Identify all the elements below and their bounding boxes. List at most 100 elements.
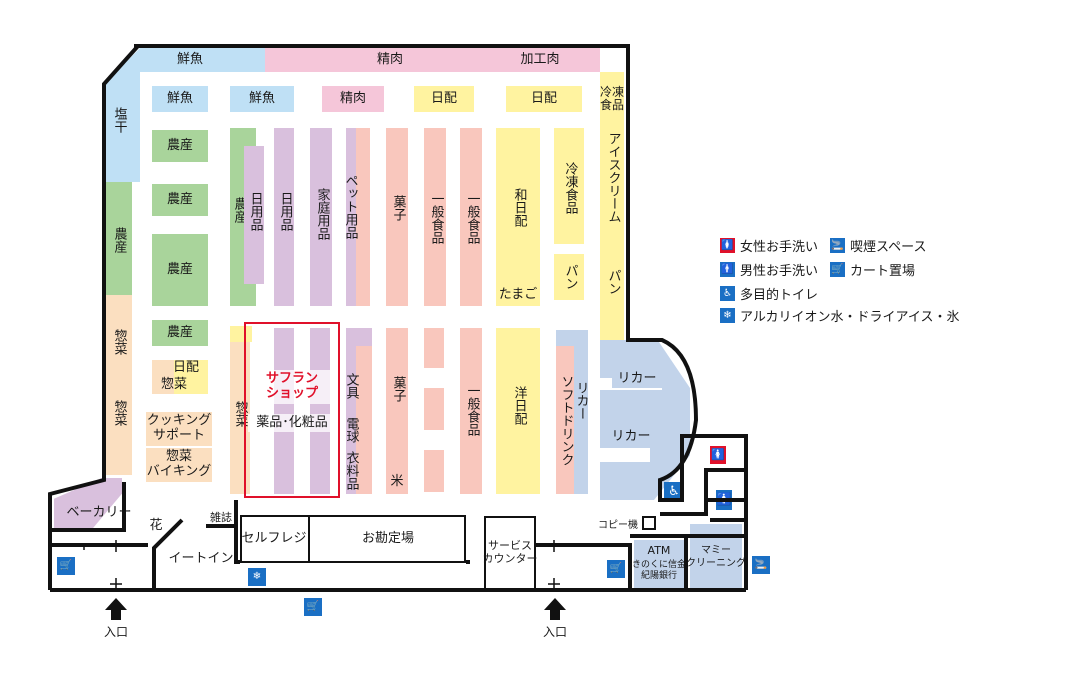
- accessible-toilet-icon: ♿: [664, 482, 684, 502]
- dry-cleaning[interactable]: マミー クリーニング: [686, 545, 746, 569]
- shelf-fish-2: 鮮魚: [230, 86, 294, 112]
- label-magazines: 雑誌: [210, 510, 232, 524]
- shelf-frozen-bg: [554, 128, 584, 244]
- legend-item-wc-men: 🚹 男性お手洗い: [720, 260, 818, 279]
- legend-item-accessible: ♿ 多目的トイレ: [720, 284, 818, 303]
- smoking-area-icon: 🚬: [830, 238, 845, 253]
- atm-label[interactable]: ATM: [647, 543, 671, 557]
- label-left-produce: 農産: [111, 227, 127, 253]
- shelf-household-bg: [310, 128, 332, 306]
- shelf-frozen: 冷凍食品: [562, 162, 578, 214]
- shelf-soft-drinks-bg: [556, 346, 574, 494]
- alkaline-water-icon: ❄: [248, 568, 266, 586]
- cart-storage-icon: 🛒: [830, 262, 845, 277]
- shelf-produce-tall: 農産: [231, 197, 247, 223]
- shelf-daily-deli-b: 惣菜: [160, 377, 187, 393]
- shelf-bread-bg: [554, 254, 584, 300]
- zone-left-produce: [104, 182, 132, 295]
- smoking-area-icon: 🚬: [752, 556, 770, 574]
- entrance-arrow-1-stem: [111, 610, 121, 620]
- cart-storage-icon: 🛒: [304, 598, 322, 616]
- shelf-snacks-2: 菓子: [390, 376, 406, 402]
- shelf-liquor-1: リカー: [612, 370, 662, 388]
- shelf-general-3-bg: [460, 328, 482, 494]
- shelf-liquor-vertical: リカー: [573, 380, 589, 420]
- shelf-block-3: [424, 450, 444, 492]
- shelf-daily-1: 日配: [414, 86, 474, 112]
- legend-label: 女性お手洗い: [740, 240, 819, 255]
- shelf-japanese-daily-bg: [496, 128, 540, 306]
- zone-top-fish: [140, 48, 265, 72]
- shelf-general-2: 一般食品: [464, 192, 480, 244]
- shelf-snacks-2-bg: [386, 328, 408, 494]
- legend-label: アルカリイオン水・ドライアイス・氷: [740, 310, 960, 325]
- label-left-deli-1: 惣菜: [111, 329, 127, 355]
- entrance-2[interactable]: 入口: [542, 625, 567, 640]
- atm-banks: きのくに信金 紀陽銀行: [632, 560, 687, 581]
- zone-top-meat: [265, 48, 600, 72]
- shelf-pet-bg: [346, 128, 356, 306]
- shelf-produce-1: 農産: [152, 130, 208, 162]
- wc-women-icon: 🚺: [720, 238, 735, 253]
- shelf-deli-vertical-yellow: [230, 326, 252, 342]
- legend-item-alkaline: ❄ アルカリイオン水・ドライアイス・氷: [720, 306, 959, 325]
- shelf-snacks-1: 菓子: [390, 195, 406, 221]
- label-top-meat: 精肉: [376, 51, 403, 67]
- saffron-shop-area[interactable]: [244, 322, 340, 498]
- label-bakery: ベーカリー: [66, 504, 132, 520]
- legend-item-wc-women: 🚺 女性お手洗い: [720, 236, 818, 255]
- legend-label: カート置場: [850, 264, 916, 279]
- shelf-clothing: 衣料品: [343, 450, 359, 490]
- shelf-household: 家庭用品: [314, 188, 330, 240]
- shelf-western-daily: 洋日配: [511, 385, 527, 425]
- eat-in: イートイン: [168, 550, 234, 566]
- accessible-toilet-icon: ♿: [720, 286, 735, 301]
- shelf-pet-bg2: [356, 128, 370, 306]
- label-right-icecream: アイスクリーム: [605, 131, 621, 223]
- shelf-rice: 米: [390, 473, 404, 489]
- shelf-western-daily-bg: [496, 328, 540, 494]
- shelf-fish-1: 鮮魚: [152, 86, 208, 112]
- shelf-daily-deli-bg2: [152, 360, 174, 394]
- entrance-arrow-1: [105, 598, 127, 610]
- alkaline-water-icon: ❄: [720, 308, 735, 323]
- shelf-produce-3: 農産: [152, 234, 208, 306]
- legend-item-smoking: 🚬 喫煙スペース: [830, 236, 926, 255]
- self-register[interactable]: セルフレジ: [240, 515, 310, 563]
- label-right-frozen: 冷凍食品: [599, 84, 624, 112]
- entrance-arrow-2-stem: [550, 610, 560, 620]
- shelf-daily-goods-1-bg: [244, 146, 264, 284]
- shelf-stationery: 文具: [343, 373, 359, 399]
- liquor-shelf-mid: [604, 398, 662, 414]
- label-flowers: 花: [149, 517, 163, 533]
- atm-bg: [634, 540, 684, 588]
- shelf-liquor-2: リカー: [604, 428, 658, 446]
- label-left-deli-2: 惣菜: [111, 400, 127, 426]
- shelf-general-2-bg: [460, 128, 482, 306]
- checkout-counter[interactable]: お勘定場: [361, 530, 414, 546]
- shelf-daily-goods-2-bg: [274, 128, 294, 306]
- shelf-general-1-bg: [424, 128, 446, 306]
- liquor-aisle-2: [600, 448, 650, 462]
- shelf-daily-goods-2: 日用品: [277, 191, 293, 231]
- checkout-zone: [240, 515, 466, 563]
- zone-left-deli: [104, 295, 132, 475]
- shelf-meat: 精肉: [322, 86, 384, 112]
- shelf-daily-goods-1: 日用品: [247, 191, 263, 231]
- shelf-cooking-support: クッキング サポート: [146, 412, 212, 446]
- label-right-bread: パン: [605, 269, 621, 295]
- shelf-daily-deli-a: 日配: [172, 360, 199, 376]
- wc-women-icon: 🚺: [710, 446, 726, 464]
- copier-box: [642, 516, 656, 530]
- shelf-deli-vertical: 惣菜: [232, 401, 248, 427]
- shop-name: サフラン ショップ: [250, 370, 334, 404]
- label-top-fish: 鮮魚: [176, 51, 203, 67]
- shelf-general-3: 一般食品: [464, 384, 480, 436]
- entrance-1[interactable]: 入口: [103, 625, 128, 640]
- shelf-stationery-bg2: [356, 346, 372, 494]
- copier: コピー機: [598, 520, 638, 532]
- service-counter[interactable]: サービス カウンター: [483, 516, 538, 590]
- cart-storage-icon: 🛒: [57, 557, 75, 575]
- shop-sub: 薬品･化粧品: [248, 414, 336, 432]
